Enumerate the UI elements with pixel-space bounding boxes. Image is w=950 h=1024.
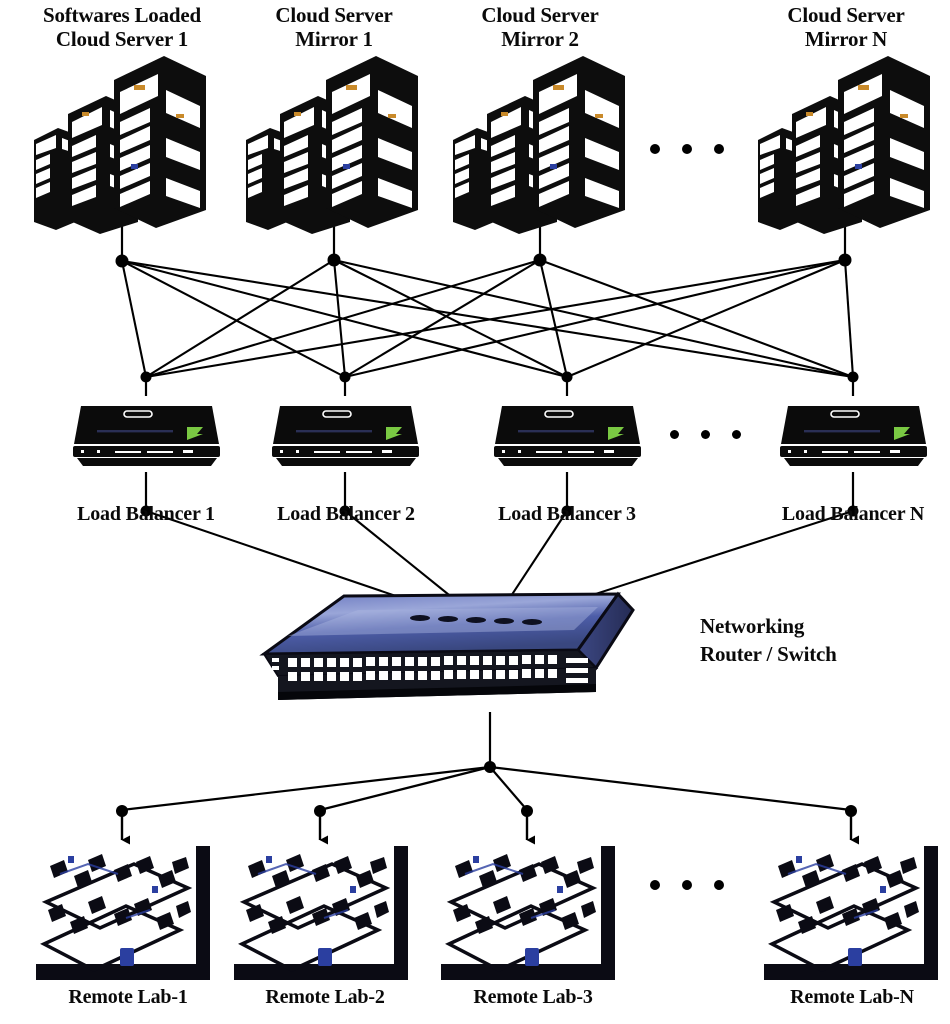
network-switch-device[interactable] xyxy=(248,588,648,723)
server-rack-cluster-4[interactable] xyxy=(752,52,937,237)
server-label-4: Cloud Server Mirror N xyxy=(787,3,905,51)
load-balancer-appliance-icon xyxy=(780,406,927,466)
server-row-ellipsis xyxy=(650,144,724,154)
server-label-2: Cloud Server Mirror 1 xyxy=(275,3,393,51)
server-rack-cluster-icon xyxy=(758,56,930,234)
server-junction-dots xyxy=(115,253,852,268)
server-rack-cluster-3[interactable] xyxy=(447,52,632,237)
remote-lab-row-ellipsis xyxy=(650,880,724,890)
remote-lab-3[interactable] xyxy=(435,840,620,990)
server-label-3: Cloud Server Mirror 2 xyxy=(481,3,599,51)
server-rack-cluster-1[interactable] xyxy=(28,52,213,237)
loadbalancer-junction-dots xyxy=(140,371,859,383)
server-rack-cluster-icon xyxy=(34,56,206,234)
load-balancer-device-4[interactable] xyxy=(776,394,931,474)
load-balancer-row-ellipsis xyxy=(670,430,741,439)
computer-lab-icon xyxy=(234,846,408,980)
load-balancer-device-1[interactable] xyxy=(69,394,224,474)
load-balancer-device-2[interactable] xyxy=(268,394,423,474)
load-balancer-label-2: Load Balancer 2 xyxy=(277,503,415,525)
load-balancer-label-1: Load Balancer 1 xyxy=(77,503,215,525)
server-to-loadbalancer-mesh xyxy=(120,258,855,379)
server-label-1: Softwares Loaded Cloud Server 1 xyxy=(42,3,201,51)
remote-lab-2[interactable] xyxy=(228,840,413,990)
network-switch-icon xyxy=(259,591,635,700)
server-rack-cluster-2[interactable] xyxy=(240,52,425,237)
lab-fanout-dot xyxy=(484,761,496,773)
remote-lab-label-4: Remote Lab-N xyxy=(790,986,914,1008)
router-label: Networking Router / Switch xyxy=(700,614,837,667)
remote-lab-label-2: Remote Lab-2 xyxy=(265,986,385,1008)
remote-lab-4[interactable] xyxy=(758,840,943,990)
load-balancer-appliance-icon xyxy=(272,406,419,466)
remote-lab-label-3: Remote Lab-3 xyxy=(473,986,593,1008)
router-to-lab-fanout xyxy=(121,765,852,812)
load-balancer-device-3[interactable] xyxy=(490,394,645,474)
computer-lab-icon xyxy=(441,846,615,980)
load-balancer-appliance-icon xyxy=(494,406,641,466)
lab-entry-arrows xyxy=(120,811,859,845)
load-balancer-appliance-icon xyxy=(73,406,220,466)
lab-entry-dots xyxy=(116,805,857,817)
server-rack-cluster-icon xyxy=(453,56,625,234)
computer-lab-icon xyxy=(764,846,938,980)
remote-lab-1[interactable] xyxy=(30,840,215,990)
load-balancer-label-4: Load Balancer N xyxy=(781,503,925,525)
load-balancer-label-3: Load Balancer 3 xyxy=(498,503,636,525)
computer-lab-icon xyxy=(36,846,210,980)
server-rack-cluster-icon xyxy=(246,56,418,234)
remote-lab-label-1: Remote Lab-1 xyxy=(68,986,188,1008)
